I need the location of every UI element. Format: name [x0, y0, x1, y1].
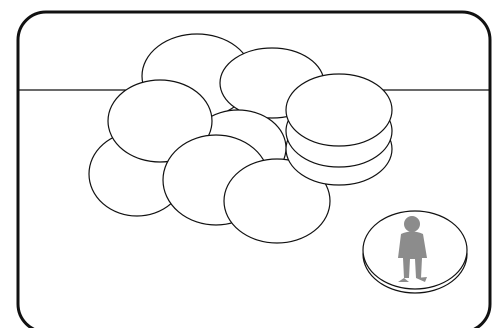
disc-front-right: [223, 158, 331, 244]
disc-left-top: [107, 79, 213, 163]
person-token: [362, 210, 468, 294]
coin-stack-top: [285, 73, 393, 147]
person-icon: [398, 216, 427, 282]
rounded-frame: [16, 10, 492, 328]
